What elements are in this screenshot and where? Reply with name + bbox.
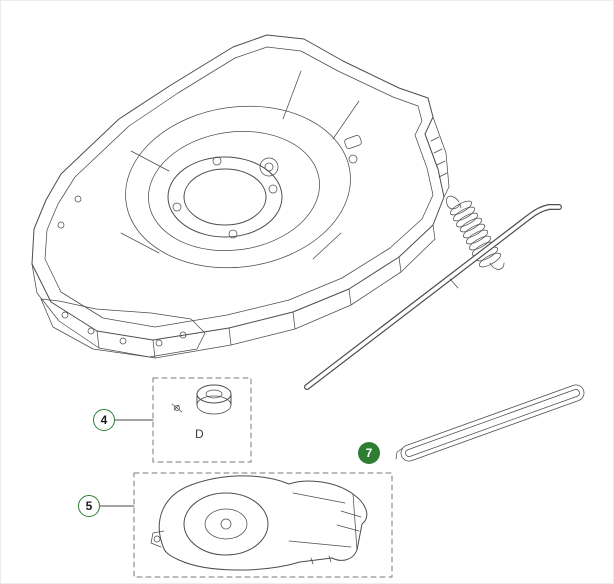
mower-deck-drawing bbox=[31, 34, 450, 359]
callout-7[interactable]: 7 bbox=[358, 442, 380, 464]
callout-5[interactable]: 5 bbox=[78, 495, 100, 517]
guard-rod-drawing bbox=[304, 204, 562, 390]
belt-cover-drawing bbox=[150, 475, 368, 571]
part-4-box bbox=[152, 377, 252, 463]
part-5-box bbox=[133, 472, 393, 578]
part4-marking-letter: D bbox=[195, 427, 204, 441]
pulley-part-drawing bbox=[171, 384, 232, 415]
wire-loop-drawing bbox=[395, 384, 585, 462]
callout-4[interactable]: 4 bbox=[93, 409, 115, 431]
